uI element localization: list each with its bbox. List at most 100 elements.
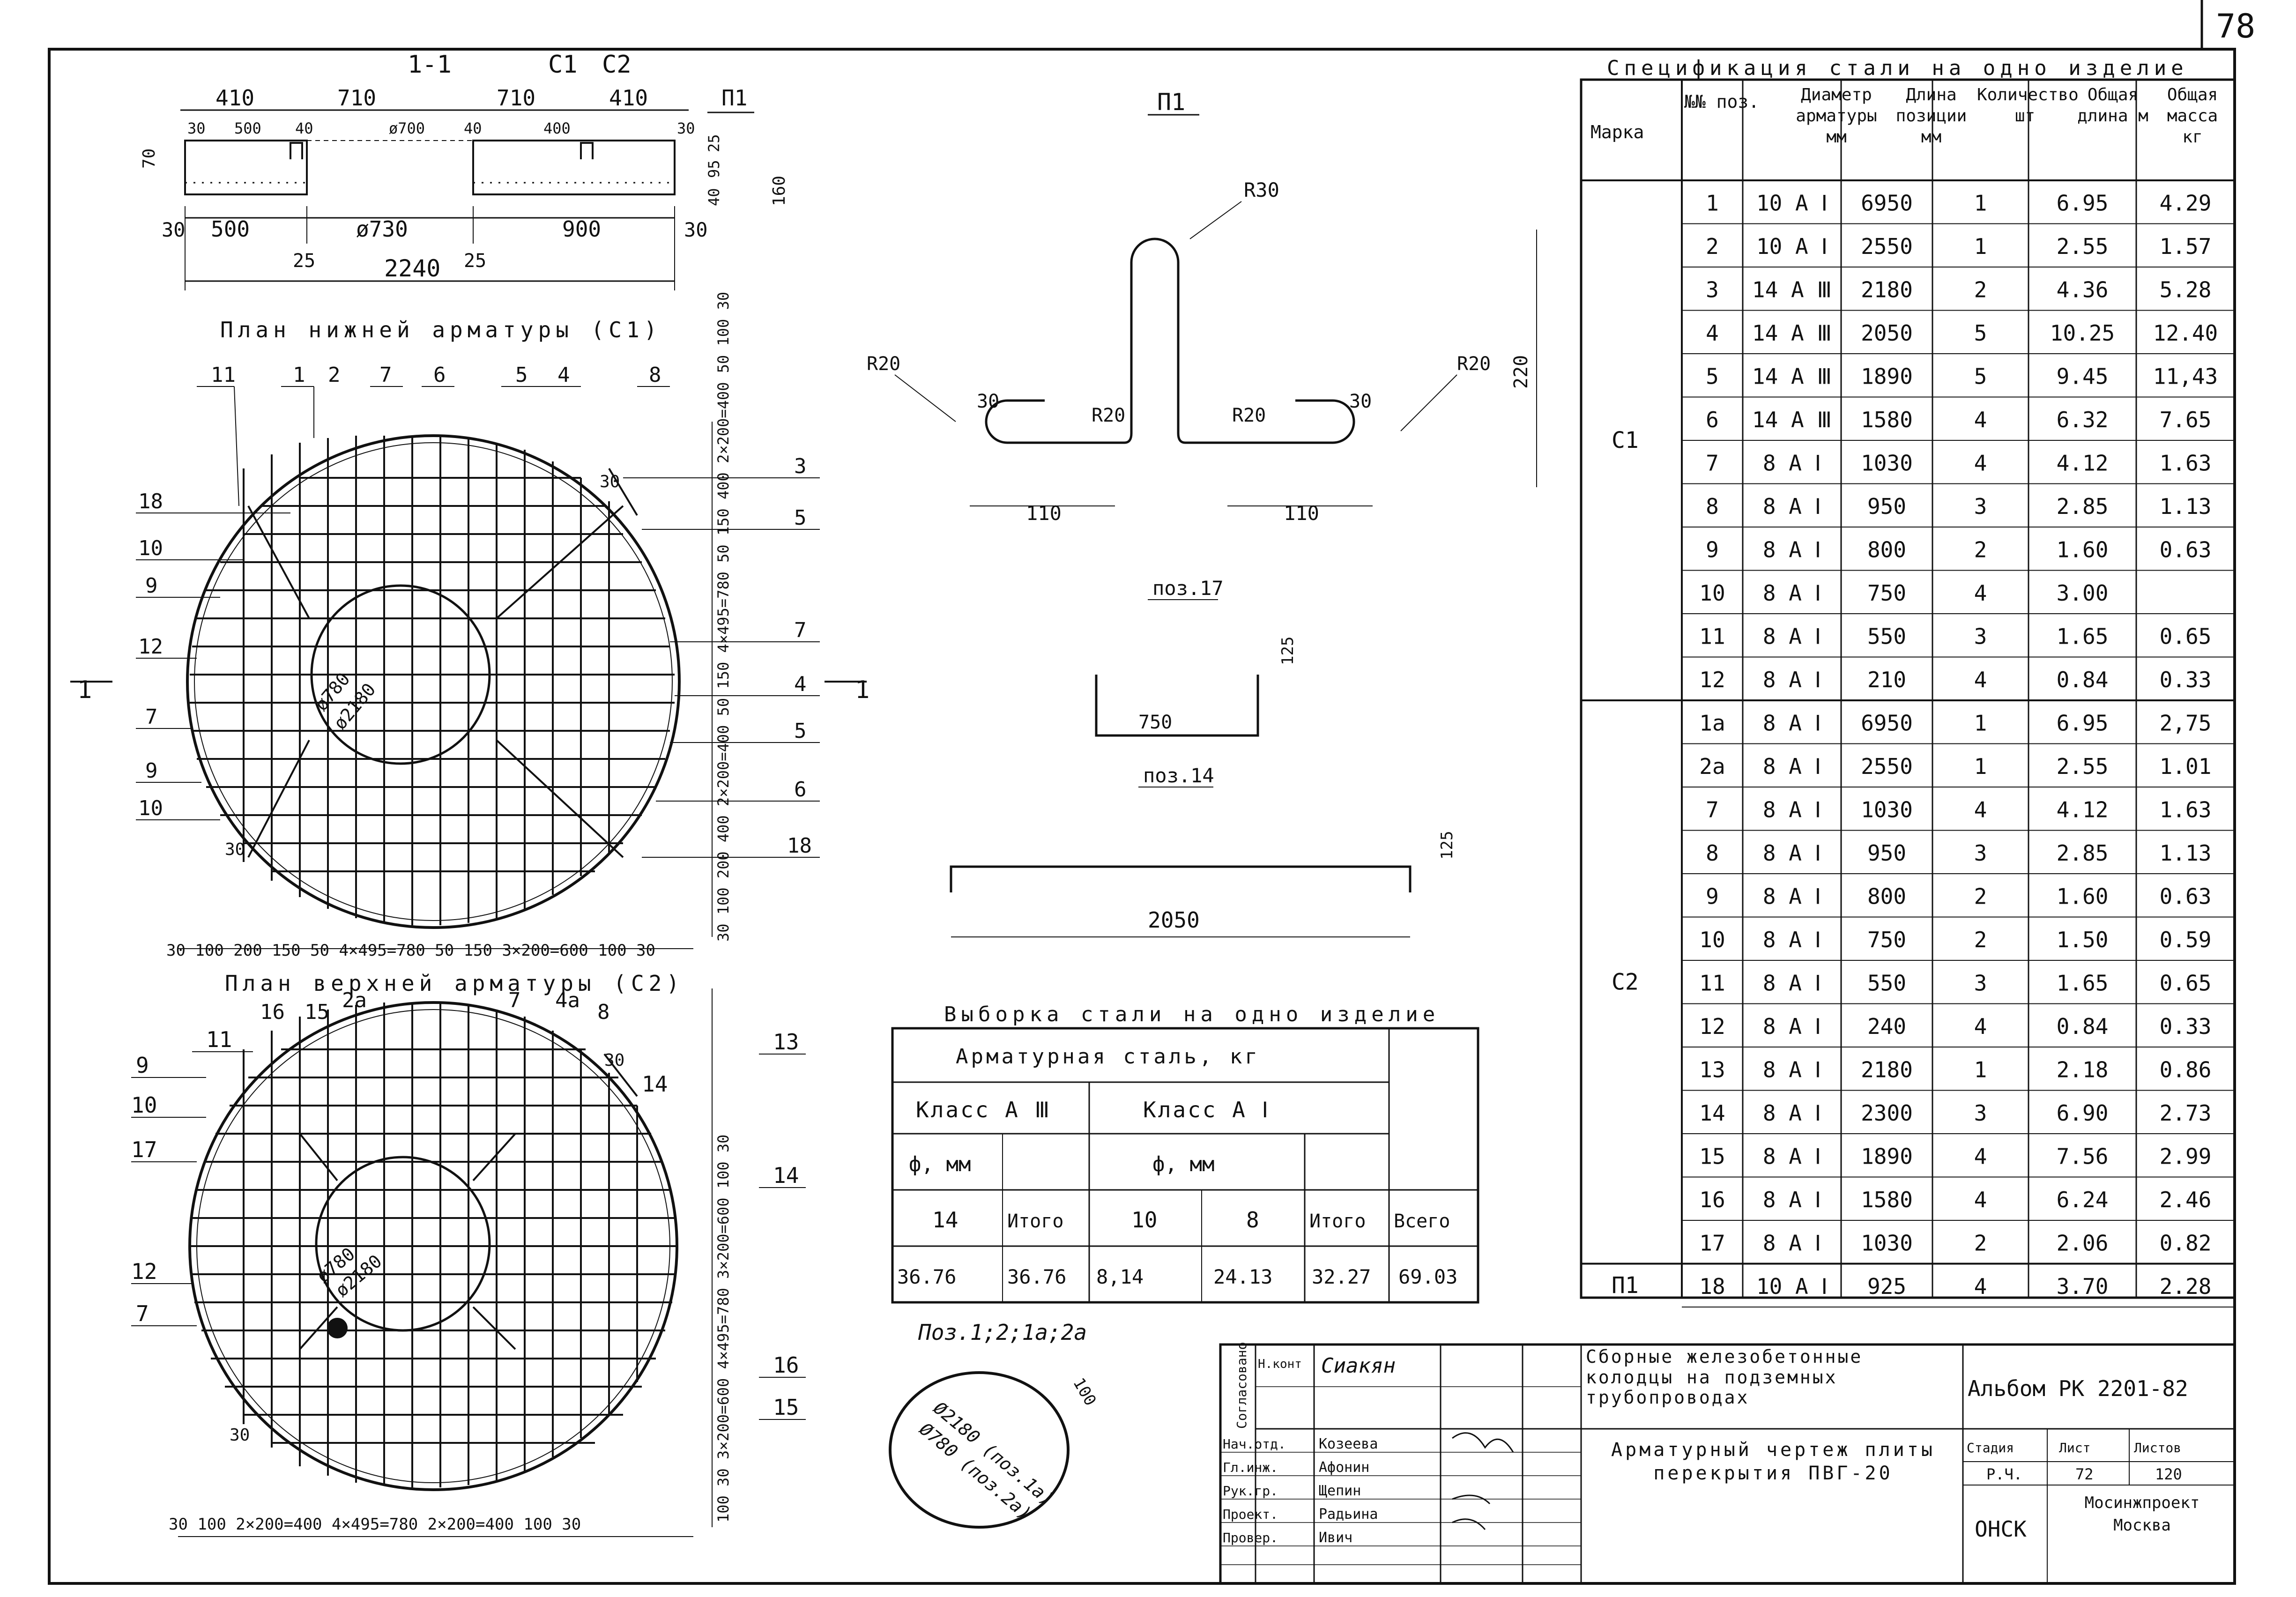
spec-cell: 2550	[1861, 234, 1913, 259]
spec-cell: 6.90	[2057, 1100, 2109, 1126]
spec-cell: 1.60	[2057, 537, 2109, 563]
spec-cell: 1.57	[2160, 234, 2212, 259]
svg-text:Радьина: Радьина	[1319, 1506, 1378, 1523]
spec-cell: 550	[1867, 624, 1906, 649]
svg-text:ø700: ø700	[389, 119, 425, 137]
spec-cell: 950	[1867, 840, 1906, 866]
svg-text:4: 4	[557, 363, 570, 387]
p1-detail: П1 R30 R20 R20 R20 R20 30 30 110 110 220…	[867, 89, 1537, 600]
spec-header-length: Длина позиции мм	[1895, 85, 1967, 147]
svg-text:30: 30	[187, 119, 206, 137]
svg-text:6: 6	[433, 363, 446, 387]
spec-cell: 6.95	[2057, 711, 2109, 736]
svg-text:Итого: Итого	[1007, 1211, 1063, 1232]
right-dims-lower: 30 100 200 400 2×200=400 50 150 4×495=78…	[714, 292, 732, 942]
spec-cell: 14 А Ⅲ	[1752, 277, 1832, 303]
svg-text:11: 11	[211, 363, 236, 387]
spec-cell: 0.84	[2057, 667, 2109, 692]
title-block: Согласовано Н.конт Сиакян Нач.отд. Гл.ин…	[1219, 1342, 2236, 1585]
spec-cell: 3.70	[2057, 1274, 2109, 1299]
grid-lower	[190, 436, 675, 925]
spec-cell: 11,43	[2153, 364, 2218, 389]
spec-cell: 6	[1706, 407, 1719, 432]
spec-cell: 13	[1699, 1057, 1725, 1083]
summary-value: 24.13	[1213, 1265, 1272, 1288]
svg-text:Гл.инж.: Гл.инж.	[1223, 1460, 1278, 1475]
spec-cell: 12	[1699, 1014, 1725, 1039]
svg-text:9: 9	[145, 574, 158, 598]
spec-cell: 9.45	[2057, 364, 2109, 389]
spec-cell: 8 А Ⅰ	[1763, 927, 1821, 952]
spec-cell: 0.82	[2160, 1231, 2212, 1256]
svg-text:Всего: Всего	[1394, 1211, 1450, 1232]
spec-cell: 7	[1706, 451, 1719, 476]
svg-text:30: 30	[230, 1426, 250, 1445]
spec-cell: 8 А Ⅰ	[1763, 1014, 1821, 1039]
spec-cell: 2.99	[2160, 1144, 2212, 1169]
spec-cell: 10 А Ⅰ	[1756, 191, 1828, 216]
weld-mark	[327, 1318, 348, 1338]
svg-text:Сиакян: Сиакян	[1321, 1354, 1396, 1378]
section-mark-1-1: 1-1	[408, 51, 452, 79]
spec-cell: 5	[1706, 364, 1719, 389]
pos4-bar: 2050 125	[950, 831, 1456, 937]
spec-cell: 9	[1706, 537, 1719, 563]
spec-cell: 8 А Ⅰ	[1763, 711, 1821, 736]
slab-section-right	[472, 140, 676, 195]
svg-text:5: 5	[515, 363, 528, 387]
svg-text:14: 14	[642, 1071, 668, 1097]
spec-cell: 10 А Ⅰ	[1756, 234, 1828, 259]
spec-cell: 2	[1974, 927, 1987, 952]
spec-cell: 4.36	[2057, 277, 2109, 303]
organization: Мосинжпроект Москва	[2084, 1493, 2200, 1535]
spec-cell: 8	[1706, 840, 1719, 866]
spec-cell: 210	[1867, 667, 1906, 692]
svg-text:15: 15	[305, 1000, 329, 1024]
spec-cell: 1890	[1861, 364, 1913, 389]
spec-cell: 8 А Ⅰ	[1763, 840, 1821, 866]
ring-caption: Поз.1;2;1а;2а	[918, 1320, 1087, 1345]
top-dim: 410	[609, 85, 648, 111]
bottom-dims-upper: 30 100 2×200=400 4×495=780 2×200=400 100…	[169, 1515, 581, 1534]
spec-cell: 1580	[1861, 1187, 1913, 1212]
spec-cell: 1030	[1861, 451, 1913, 476]
svg-text:7: 7	[508, 988, 521, 1012]
spec-cell: 0.65	[2160, 971, 2212, 996]
top-dim: 710	[337, 85, 376, 111]
spec-cell: 2	[1974, 884, 1987, 909]
spec-cell: 14	[1699, 1100, 1725, 1126]
svg-text:25: 25	[464, 250, 486, 272]
spec-cell: 8 А Ⅰ	[1763, 1057, 1821, 1083]
svg-text:30: 30	[1349, 391, 1372, 412]
spec-cell: 1030	[1861, 1231, 1913, 1256]
spec-cell: 8	[1706, 494, 1719, 519]
grid-upper	[190, 1003, 677, 1487]
svg-text:25: 25	[293, 250, 315, 272]
spec-cell: 800	[1867, 537, 1906, 563]
svg-text:220: 220	[1510, 355, 1532, 389]
spec-header-qty: Количество шт	[1977, 85, 2079, 126]
spec-cell: 12.40	[2153, 320, 2218, 346]
svg-text:R20: R20	[1457, 353, 1491, 375]
spec-cell: 4	[1706, 320, 1719, 346]
section-cut-right: 1	[855, 676, 869, 704]
spec-cell: 6950	[1861, 711, 1913, 736]
spec-cell: 4	[1974, 1144, 1987, 1169]
spec-cell: 2.28	[2160, 1274, 2212, 1299]
spec-header-diameter: Диаметр арматуры мм	[1796, 85, 1877, 147]
right-dims-upper: 100 30 3×200=600 4×495=780 3×200=600 100…	[714, 1135, 732, 1523]
spec-cell: 3	[1974, 494, 1987, 519]
svg-text:15: 15	[773, 1395, 799, 1420]
svg-text:72: 72	[2075, 1465, 2094, 1483]
svg-text:125: 125	[1438, 831, 1456, 860]
svg-text:40: 40	[705, 188, 723, 206]
spec-cell: 8 А Ⅰ	[1763, 754, 1821, 779]
spec-mark: С1	[1612, 427, 1639, 453]
svg-text:18: 18	[787, 834, 812, 858]
spec-cell: 14 А Ⅲ	[1752, 407, 1832, 432]
svg-text:Класс А Ⅰ: Класс А Ⅰ	[1143, 1097, 1270, 1122]
svg-text:R20: R20	[1092, 405, 1125, 426]
spec-cell: 925	[1867, 1274, 1906, 1299]
pos-label-p1: П1	[721, 85, 747, 111]
spec-cell: 3	[1974, 1100, 1987, 1126]
